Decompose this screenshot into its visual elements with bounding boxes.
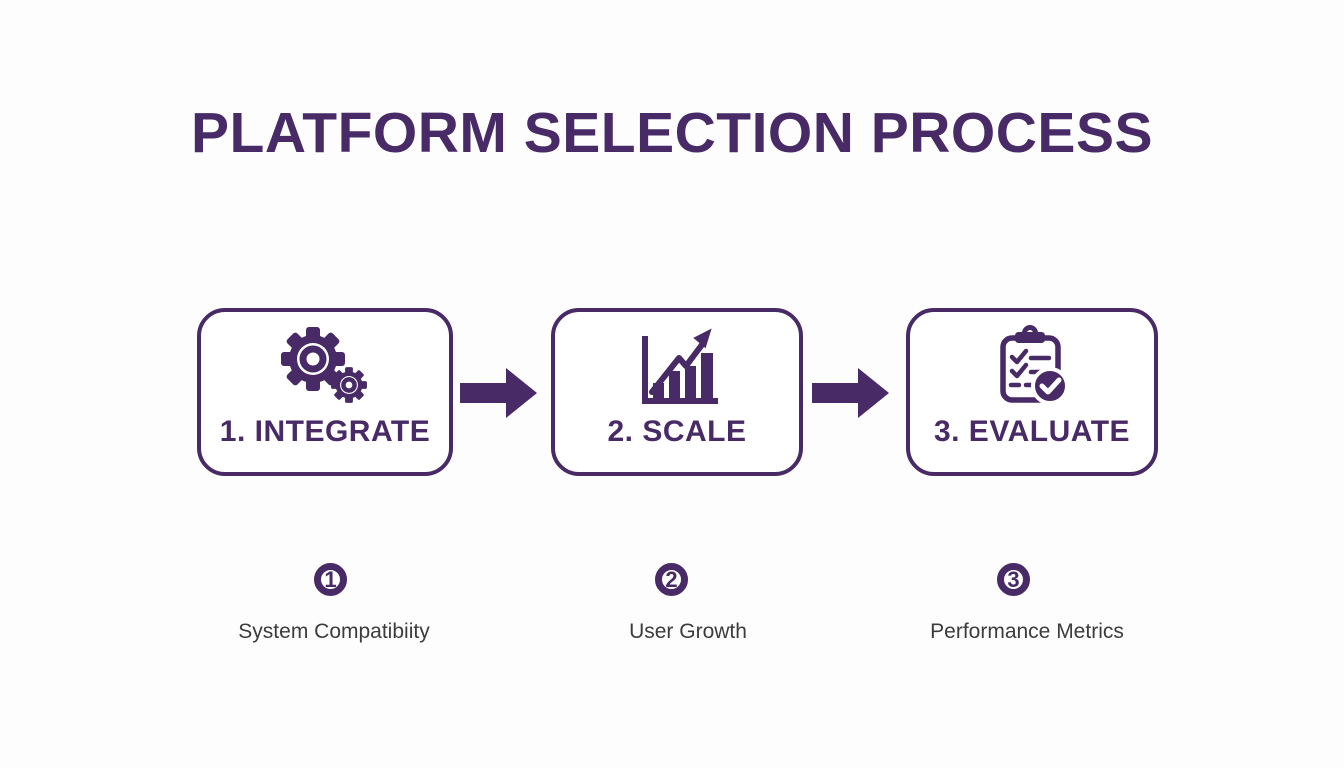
checklist-clipboard-icon <box>993 324 1071 408</box>
criterion-number: 3 <box>1007 566 1020 592</box>
gears-icon <box>278 324 372 408</box>
criterion-label: Performance Metrics <box>930 620 1124 643</box>
step-label-scale: 2. SCALE <box>607 415 747 448</box>
criterion-number-badge: 3 <box>997 563 1030 596</box>
criterion-number-badge: 2 <box>655 563 688 596</box>
criterion-number-badge: 1 <box>314 563 347 596</box>
growth-chart-icon <box>632 324 722 408</box>
step-box-evaluate: 3. EVALUATE <box>906 308 1158 476</box>
right-arrow-icon <box>460 368 537 418</box>
step-label-evaluate: 3. EVALUATE <box>933 415 1131 448</box>
criterion-label: User Growth <box>629 620 747 643</box>
criterion-label: System Compatibiity <box>238 620 430 643</box>
criterion-number: 1 <box>324 566 337 592</box>
step-box-scale: 2. SCALE <box>551 308 803 476</box>
step-box-integrate: 1. INTEGRATE <box>197 308 453 476</box>
page-title: PLATFORM SELECTION PROCESS <box>191 101 1153 165</box>
step-label-integrate: 1. INTEGRATE <box>219 415 431 448</box>
right-arrow-icon <box>812 368 889 418</box>
criterion-number: 2 <box>665 566 678 592</box>
